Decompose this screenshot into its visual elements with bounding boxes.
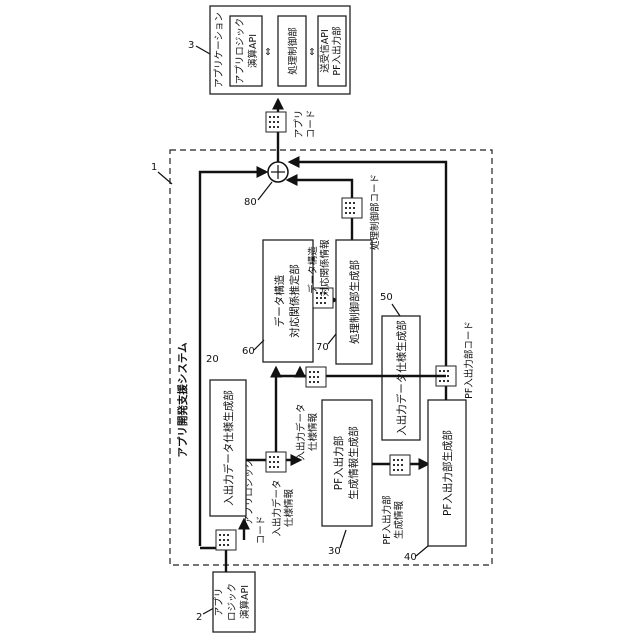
- app-code-label-2: コード: [306, 110, 317, 139]
- block60-line1: データ構造: [273, 274, 286, 327]
- block50-number: 50: [380, 292, 393, 303]
- io-spec-left-label-1: 入出力データ: [271, 479, 283, 536]
- input-line3: 演算API: [239, 585, 251, 619]
- block60-box: [263, 240, 313, 362]
- io-spec-mid-label-2: 仕様情報: [307, 413, 319, 452]
- system-number: 1: [151, 162, 157, 173]
- io-spec-left-doc-icon: [266, 452, 286, 472]
- block50-label: 入出力データ仕様生成部: [395, 320, 408, 436]
- block70-label: 処理制御部生成部: [348, 260, 361, 344]
- block70-number: 70: [316, 342, 329, 353]
- pf-gen-info-doc-icon: [390, 455, 410, 475]
- app-number: 3: [188, 40, 194, 51]
- input-number: 2: [196, 612, 202, 623]
- block30-box: [322, 400, 372, 526]
- block40-label: PF入出力部生成部: [441, 430, 454, 516]
- app-control-label: 処理制御部: [287, 27, 299, 75]
- block60-number: 60: [242, 346, 255, 357]
- app-logic-line1: アプリロジック: [235, 18, 246, 85]
- pf-gen-info-label-2: 生成情報: [393, 501, 405, 540]
- block30-line1: PF入出力部: [332, 436, 345, 490]
- io-spec-mid-label-1: 入出力データ: [295, 403, 307, 460]
- combiner-number: 80: [244, 197, 257, 208]
- app-link-icon-2: ⇕: [308, 47, 316, 58]
- app-code-doc-icon: [266, 112, 286, 132]
- input-line1: アプリ: [214, 588, 225, 617]
- app-code-label-1: アプリ: [294, 110, 305, 139]
- block40-number: 40: [404, 552, 417, 563]
- app-link-icon-1: ⇕: [264, 47, 272, 58]
- pf-code-label: PF入出力部コード: [463, 321, 475, 399]
- block30-line2: 生成情報生成部: [347, 426, 360, 500]
- block60-line2: 対応関係推定部: [288, 264, 301, 338]
- ctrl-code-label: 処理制御部コード: [369, 174, 381, 250]
- pf-gen-info-label-1: PF入出力部: [381, 495, 393, 544]
- input-line2: ロジック: [227, 583, 238, 621]
- io-spec-left-label-2: 仕様情報: [283, 489, 295, 528]
- data-rel-label-1: データ構造: [307, 246, 319, 294]
- app-logic-code-label-2: コード: [256, 516, 267, 545]
- io-spec-mid-doc-icon: [306, 367, 326, 387]
- app-title: アプリケーション: [214, 12, 225, 88]
- ctrl-code-doc-icon: [342, 198, 362, 218]
- block20-label: 入出力データ仕様生成部: [222, 390, 235, 506]
- app-logic-code-doc-icon: [216, 530, 236, 550]
- block30-number: 30: [328, 546, 341, 557]
- app-pf-line2: PF入出力部: [331, 26, 343, 75]
- block20-number: 20: [206, 354, 219, 365]
- system-title: アプリ開発支援システム: [176, 342, 189, 458]
- app-pf-line1: 送受信API: [319, 29, 331, 73]
- app-logic-line2: 演算API: [247, 34, 259, 68]
- data-rel-label-2: 対応関係情報: [319, 239, 331, 297]
